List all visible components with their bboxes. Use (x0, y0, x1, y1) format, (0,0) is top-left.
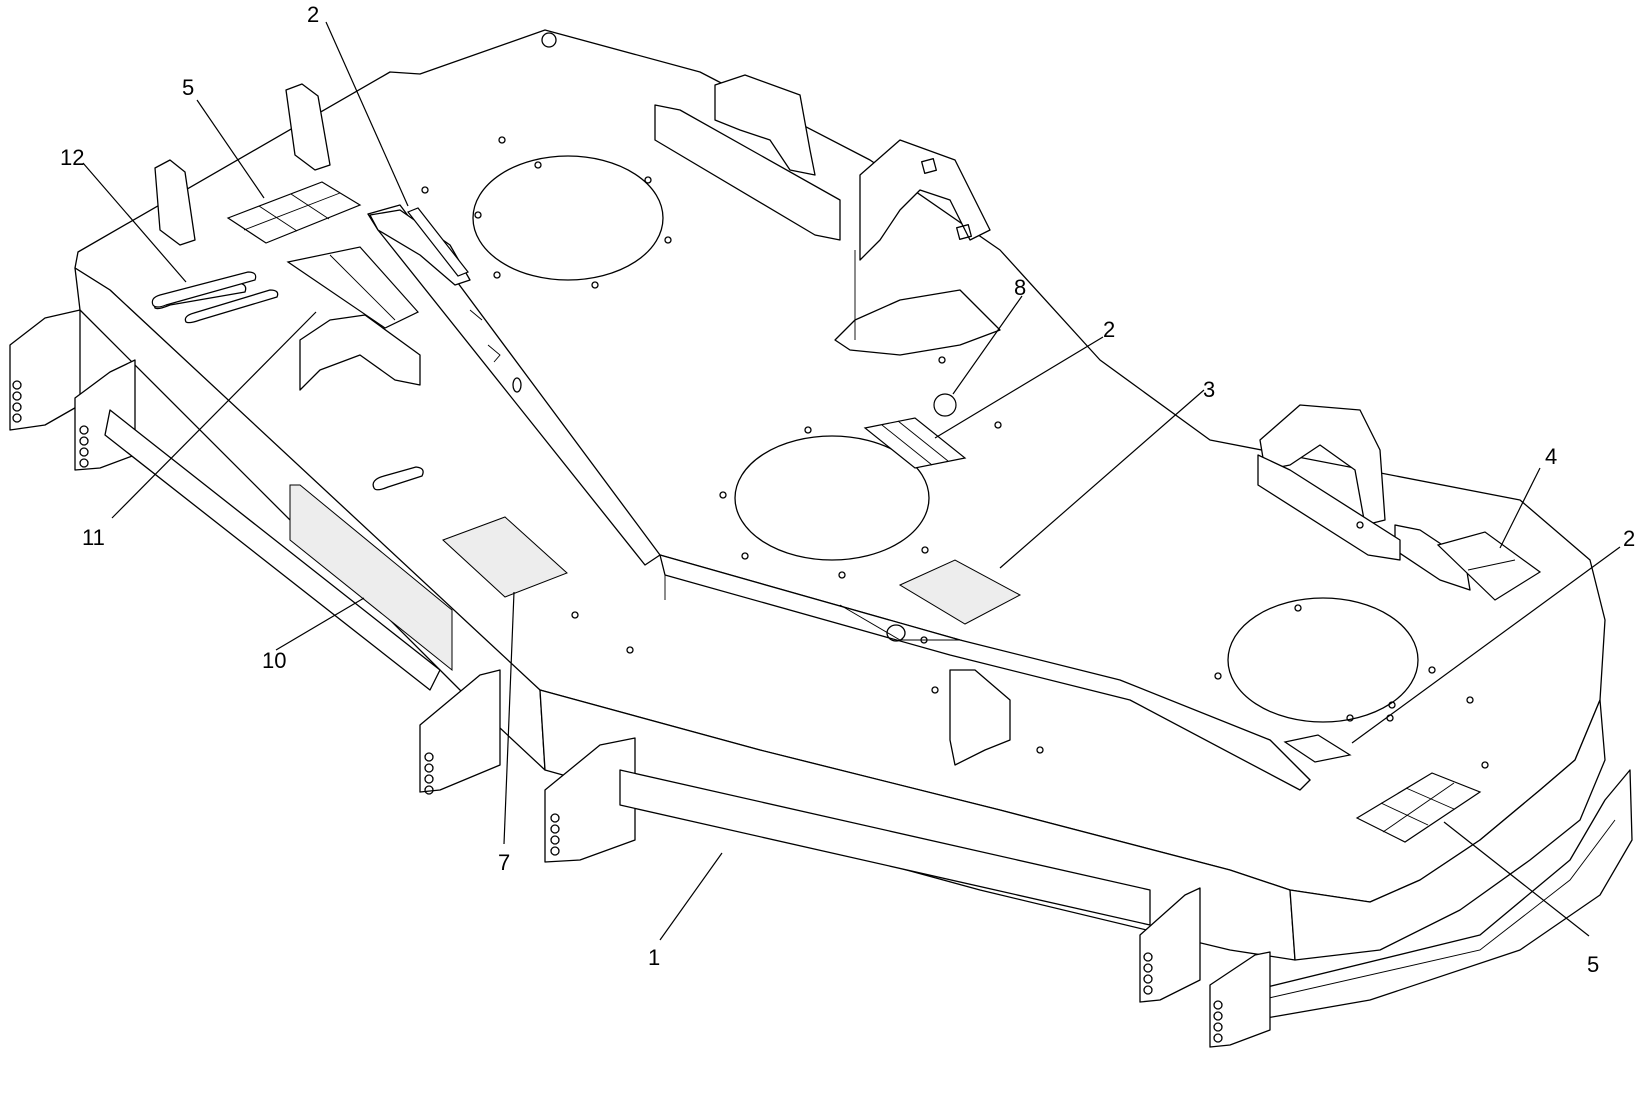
decal-2-center (863, 417, 967, 469)
decal-10 (933, 393, 957, 417)
decal-11 (286, 246, 419, 329)
decals (151, 181, 1542, 843)
callout-8: 10 (262, 648, 286, 673)
decal-7 (442, 516, 568, 598)
leader-lines (82, 21, 1621, 941)
decal-12 (151, 271, 257, 308)
decal-2-right (1283, 734, 1352, 763)
callout-4: 4 (1545, 444, 1557, 469)
decal-grid-upper-left (226, 181, 362, 244)
callouts: 2 5 12 8 2 3 4 2 11 10 7 1 5 (60, 2, 1635, 977)
decal-4 (1436, 531, 1542, 601)
decal-8 (289, 484, 453, 672)
callout-12: 12 (60, 145, 84, 170)
callout-2-top: 2 (307, 2, 319, 27)
decal-3 (898, 559, 1022, 625)
decal-2-upper (407, 207, 469, 277)
callout-2-center: 2 (1103, 317, 1115, 342)
callout-3: 3 (1203, 377, 1215, 402)
callout-10: 8 (1014, 275, 1026, 300)
decal-grid-lower-right (1355, 772, 1482, 843)
callout-7: 7 (498, 850, 510, 875)
callout-11: 11 (82, 525, 105, 550)
callout-5-upper-left: 5 (182, 75, 194, 100)
callout-2-right: 2 (1623, 526, 1635, 551)
callout-5-lower-right: 5 (1587, 952, 1599, 977)
callout-1: 1 (648, 945, 660, 970)
